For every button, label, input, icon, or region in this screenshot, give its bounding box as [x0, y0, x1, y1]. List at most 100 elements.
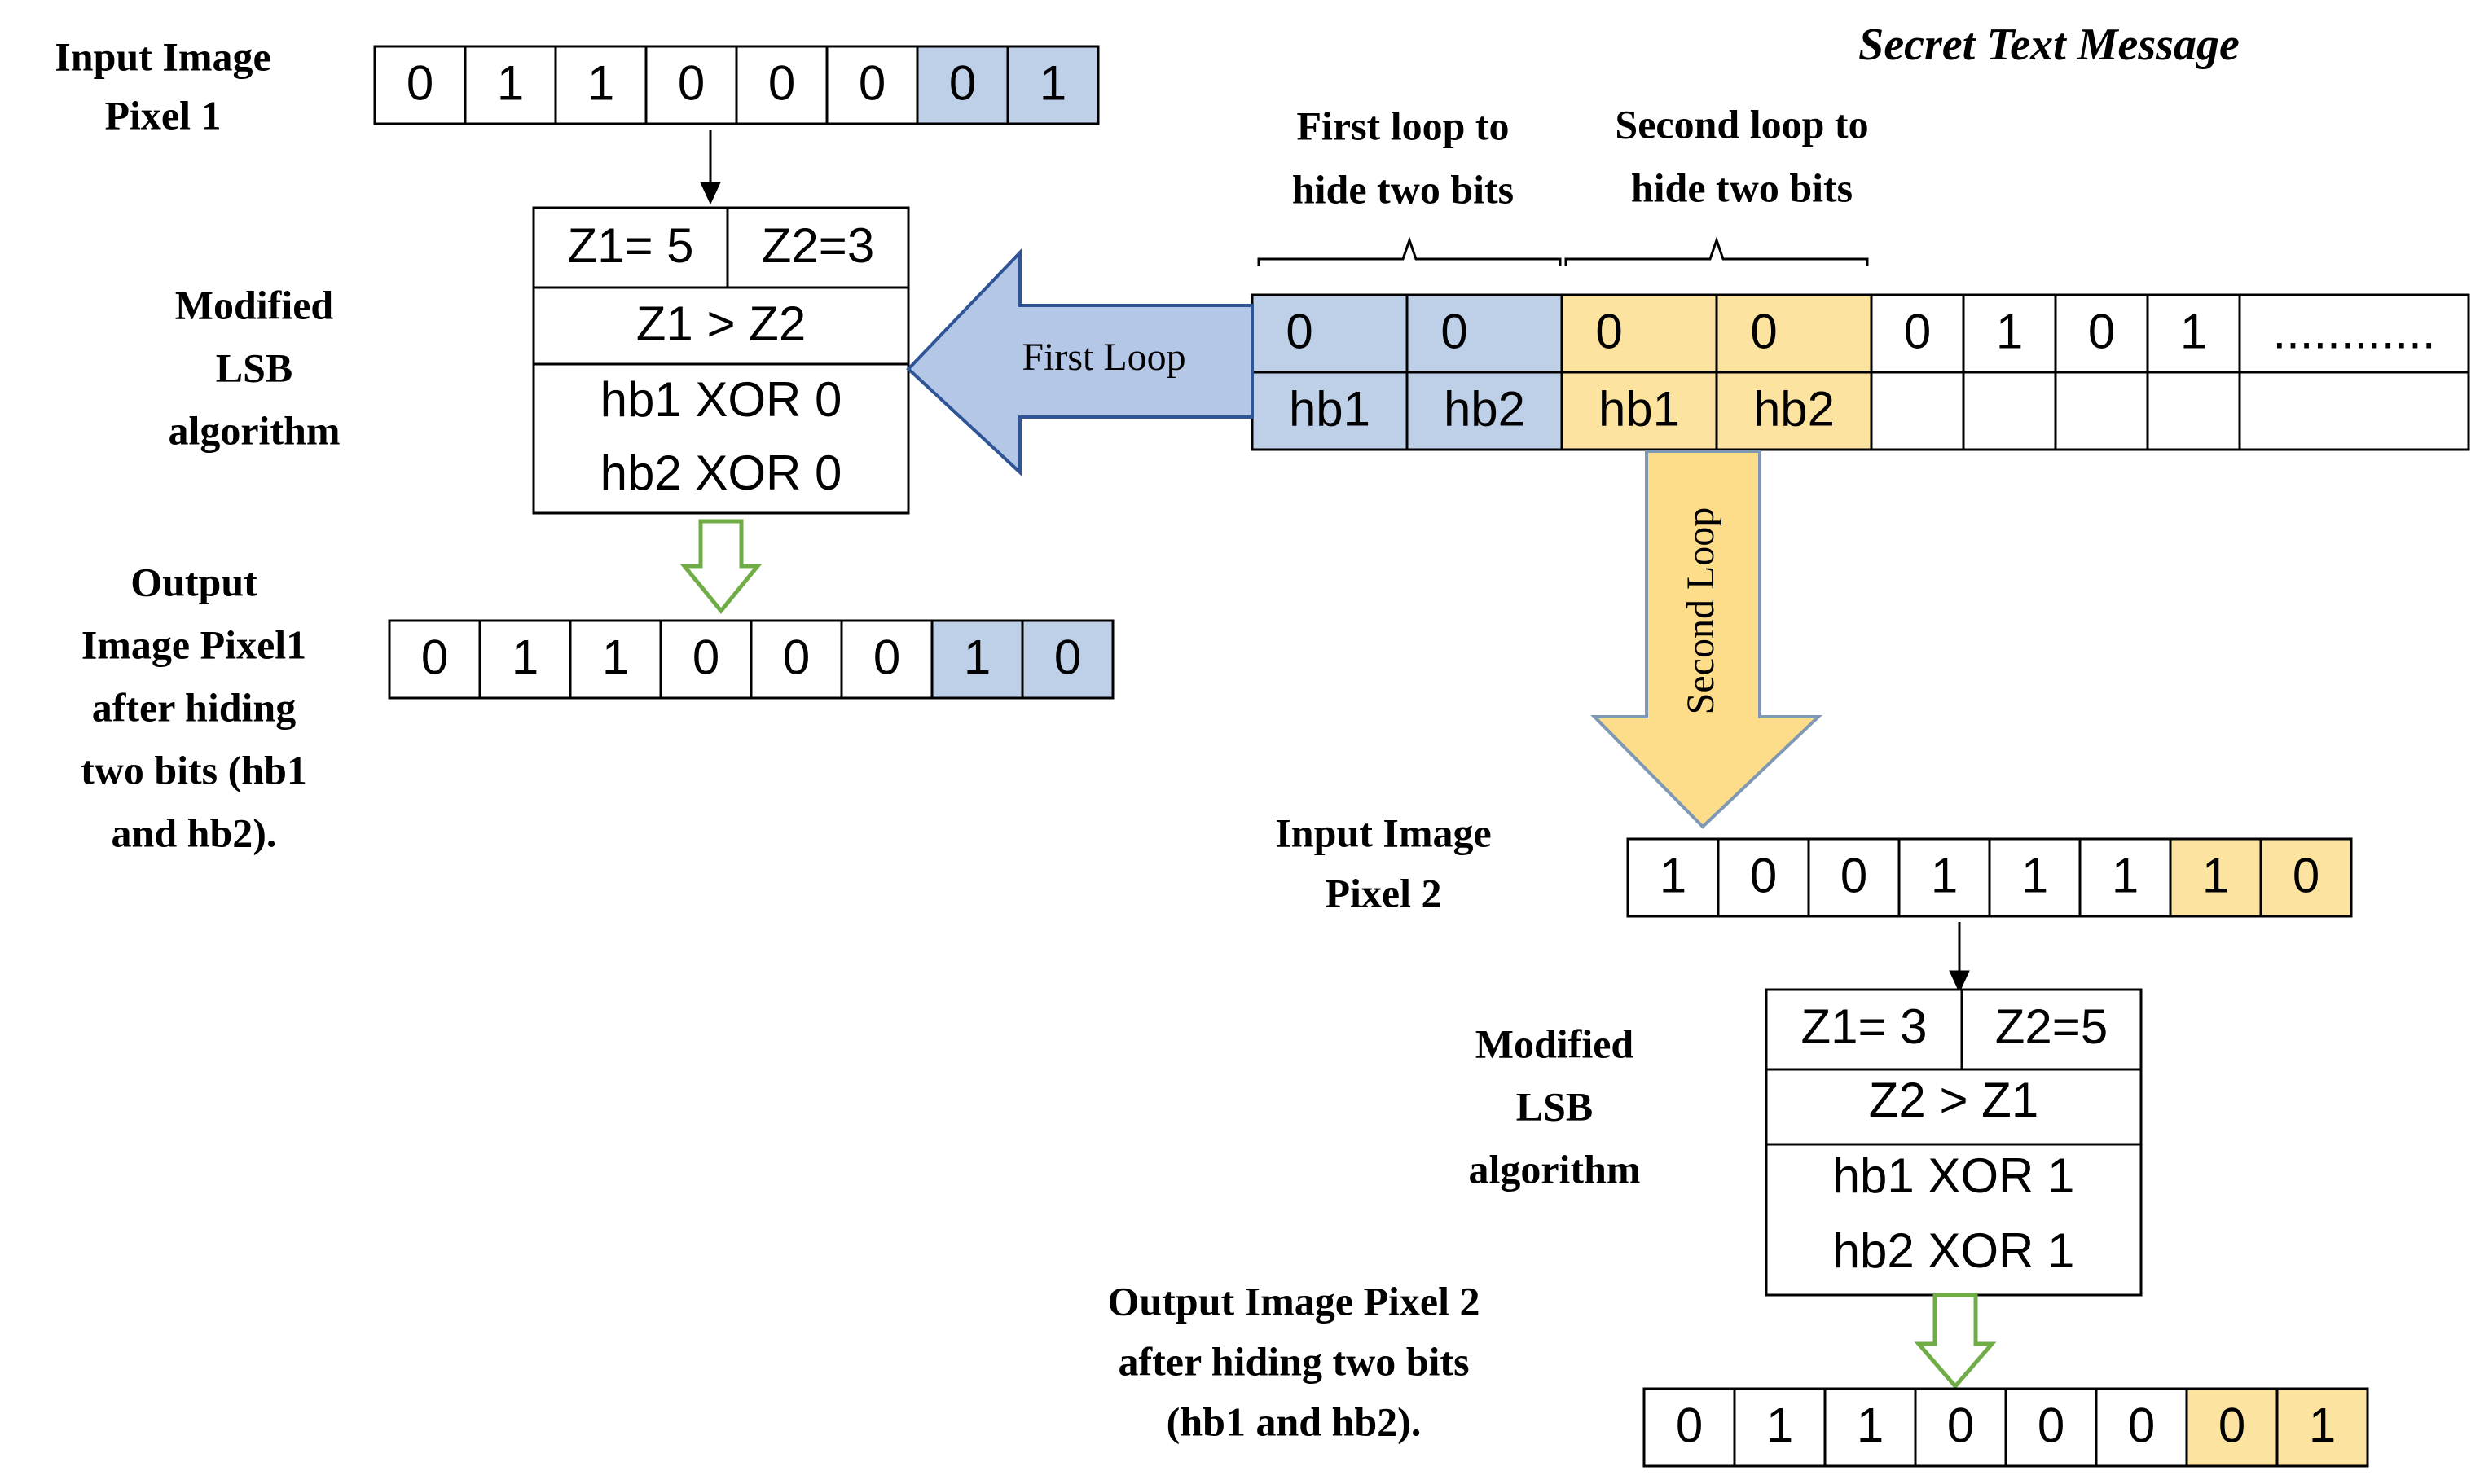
message-bit-cell-6	[1962, 293, 2057, 374]
pixel2-to-algo-arrowhead	[1949, 970, 1970, 994]
green-arrow-2	[1914, 1293, 1997, 1390]
input-pixel2-label-line-2: Pixel 2	[1325, 870, 1441, 915]
algo1-z1: Z1= 5	[567, 218, 693, 273]
message-hb-label-3: hb1	[1598, 381, 1680, 436]
message-hb-label-4: hb2	[1753, 381, 1835, 436]
output-pixel2-bit-8: 1	[2309, 1398, 2336, 1452]
algo2-xor-hb2: hb2 XOR 1	[1833, 1223, 2075, 1278]
output-pixel2-bit-6: 0	[2128, 1398, 2155, 1452]
output-pixel1-bit-3: 1	[602, 630, 629, 684]
input-pixel2-bit-3: 0	[1840, 848, 1867, 902]
output-pixel2-bit-5: 0	[2038, 1398, 2064, 1452]
message-bit-cell-4	[1715, 293, 1873, 374]
input-pixel1-cell-7	[916, 45, 1009, 125]
output-pixel1-label-line-2: Image Pixel1	[81, 621, 306, 667]
algo1-xor-hb1: hb1 XOR 0	[600, 372, 842, 427]
message-bit-7: 0	[2088, 304, 2115, 358]
output-pixel1-bit-7: 1	[964, 630, 991, 684]
input-pixel1-bit-6: 0	[859, 55, 886, 110]
green-arrow-1	[679, 519, 763, 614]
first-loop-arrow	[906, 248, 1254, 476]
input-pixel2-bit-4: 1	[1931, 848, 1958, 902]
output-pixel1-label-line-5: and hb2).	[112, 810, 277, 855]
input-pixel1-cell-5	[735, 45, 829, 125]
input-pixel2-label-line-1: Input Image	[1275, 810, 1491, 855]
input-pixel1-bit-2: 1	[497, 55, 524, 110]
output-pixel1-bit-2: 1	[512, 630, 539, 684]
output-pixel1-cell-8	[1021, 619, 1115, 700]
output-pixel2-cell-3	[1823, 1387, 1917, 1468]
modified-lsb2-label-line-2: LSB	[1516, 1083, 1594, 1129]
input-pixel1-bit-3: 1	[587, 55, 614, 110]
second-loop-arrow-label: Second Loop	[1679, 507, 1722, 715]
input-pixel1-cell-6	[825, 45, 919, 125]
message-hb-cell-5	[1870, 371, 1965, 451]
algo2-xor-hb1: hb1 XOR 1	[1833, 1148, 2075, 1203]
message-hb-cell-2	[1405, 371, 1563, 451]
output-pixel1-bit-1: 0	[421, 630, 448, 684]
output-pixel1-cell-5	[750, 619, 843, 700]
input-pixel2-cell-7	[2169, 837, 2262, 918]
output-pixel2-cell-1	[1642, 1387, 1736, 1468]
input-pixel2-cell-5	[1988, 837, 2082, 918]
message-hb-cell-4	[1715, 371, 1873, 451]
input-pixel2-bit-2: 0	[1750, 848, 1777, 902]
diagram-shapes	[373, 45, 2470, 1468]
input-pixel2-cell-1	[1626, 837, 1720, 918]
output-pixel1-label-line-1: Output	[130, 559, 257, 604]
input-pixel1-cell-8	[1006, 45, 1100, 125]
input-pixel2-bit-1: 1	[1660, 848, 1686, 902]
input-pixel2-cell-3	[1807, 837, 1901, 918]
input-pixel2-bit-8: 0	[2293, 848, 2319, 902]
second-loop-caption-line-1: Second loop to	[1615, 101, 1868, 147]
output-pixel1-bit-5: 0	[783, 630, 810, 684]
message-bit-cell-3	[1560, 293, 1718, 374]
input-pixel1-bit-1: 0	[407, 55, 433, 110]
output-pixel2-bit-2: 1	[1766, 1398, 1793, 1452]
input-pixel2-bit-7: 1	[2202, 848, 2229, 902]
algo1-xor-hb2: hb2 XOR 0	[600, 446, 842, 500]
input-pixel2-cell-2	[1717, 837, 1810, 918]
input-pixel2-cell-6	[2078, 837, 2172, 918]
message-bit-8: 1	[2180, 304, 2207, 358]
first-loop-caption-line-1: First loop to	[1296, 103, 1509, 148]
output-pixel1-cell-2	[478, 619, 572, 700]
input-pixel1-label-line-1: Input Image	[55, 33, 270, 79]
first-loop-brace	[1257, 236, 1562, 266]
algo2-box	[1765, 988, 2143, 1297]
output-pixel2-label-line-3: (hb1 and hb2).	[1167, 1398, 1422, 1444]
algo2-z1: Z1= 3	[1800, 999, 1927, 1054]
modified-lsb2-label-line-3: algorithm	[1468, 1146, 1640, 1192]
algo1-comparison: Z1 > Z2	[636, 296, 806, 351]
algo1-box	[532, 206, 910, 515]
message-bit-cell-1	[1251, 293, 1409, 374]
input-pixel1-label-line-2: Pixel 1	[104, 92, 221, 138]
message-hb-label-2: hb2	[1444, 381, 1525, 436]
algo2-comparison: Z2 > Z1	[1869, 1073, 2038, 1127]
second-loop-brace	[1564, 236, 1869, 266]
message-hb-cell-9	[2238, 371, 2470, 451]
input-pixel2-cell-8	[2259, 837, 2353, 918]
input-pixel1-cell-2	[464, 45, 557, 125]
modified-lsb2-label-line-1: Modified	[1475, 1021, 1634, 1066]
modified-lsb1-label-line-2: LSB	[216, 345, 293, 390]
message-bit-1: 0	[1286, 304, 1312, 358]
output-pixel1-cell-1	[388, 619, 481, 700]
modified-lsb1-label-line-1: Modified	[175, 282, 334, 327]
input-pixel1-bit-7: 0	[949, 55, 976, 110]
output-pixel2-cell-4	[1914, 1387, 2007, 1468]
output-pixel2-label-line-1: Output Image Pixel 2	[1108, 1278, 1480, 1324]
output-pixel2-bit-3: 1	[1857, 1398, 1884, 1452]
message-hb-cell-8	[2146, 371, 2241, 451]
input-pixel2-bit-5: 1	[2021, 848, 2048, 902]
message-bit-cell-2	[1405, 293, 1563, 374]
message-hb-label-1: hb1	[1289, 381, 1370, 436]
second-loop-arrow	[1590, 450, 1823, 829]
message-bit-3: 0	[1595, 304, 1622, 358]
message-bit-cell-9	[2238, 293, 2470, 374]
second-loop-caption-line-2: hide two bits	[1631, 165, 1853, 210]
output-pixel1-cell-6	[840, 619, 934, 700]
first-loop-caption-line-2: hide two bits	[1292, 166, 1514, 212]
